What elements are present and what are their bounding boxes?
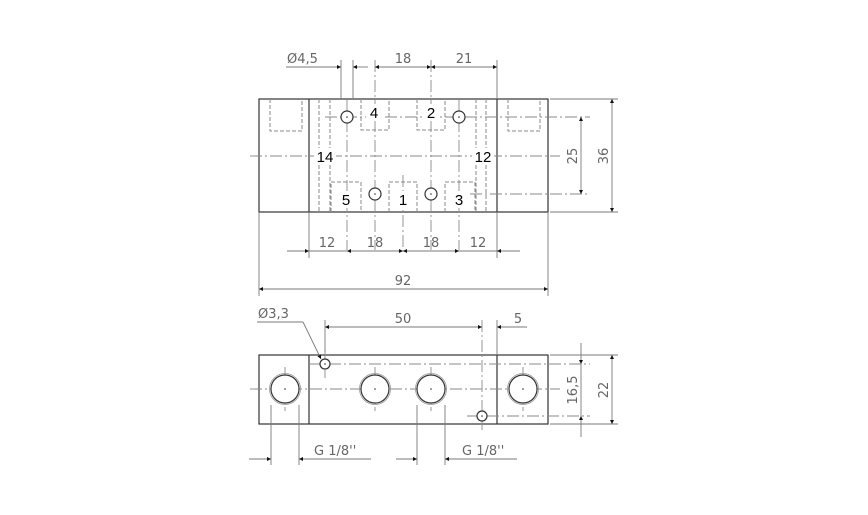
port-label-5: 5 bbox=[342, 192, 350, 209]
front-view-outline bbox=[258, 354, 549, 425]
dim-hole-dia-4-5: Ø4,5 bbox=[287, 52, 318, 67]
dim-25: 25 bbox=[566, 148, 581, 165]
dim-18-bottom-a: 18 bbox=[367, 236, 384, 251]
port-label-2: 2 bbox=[427, 105, 435, 122]
dim-thread-right: G 1/8'' bbox=[462, 444, 504, 459]
dim-12-left: 12 bbox=[319, 236, 336, 251]
dim-hole-dia-3-3: Ø3,3 bbox=[258, 307, 289, 322]
hidden-port-5 bbox=[330, 181, 362, 212]
dim-50: 50 bbox=[395, 312, 412, 327]
hidden-port-3 bbox=[444, 181, 476, 212]
dim-5: 5 bbox=[514, 312, 522, 327]
port-label-12: 12 bbox=[475, 149, 492, 166]
dim-21-top: 21 bbox=[456, 52, 473, 67]
dim-16-5: 16,5 bbox=[566, 376, 581, 405]
dim-18-bottom-b: 18 bbox=[423, 236, 440, 251]
port-label-14: 14 bbox=[317, 149, 334, 166]
top-view-outline bbox=[258, 98, 549, 213]
dim-18-top: 18 bbox=[395, 52, 412, 67]
hidden-pocket-right-cap bbox=[507, 99, 541, 132]
port-label-1: 1 bbox=[399, 192, 407, 209]
port-label-3: 3 bbox=[455, 192, 463, 209]
dim-12-right: 12 bbox=[470, 236, 487, 251]
port-label-4: 4 bbox=[370, 105, 378, 122]
dim-thread-left: G 1/8'' bbox=[314, 444, 356, 459]
dim-92-overall: 92 bbox=[395, 274, 412, 289]
hidden-pocket-left-cap bbox=[269, 99, 303, 132]
dim-36: 36 bbox=[597, 148, 612, 165]
top-view: 4 2 14 12 5 1 3 Ø4,5 18 21 25 36 bbox=[250, 52, 618, 296]
front-view: Ø3,3 50 5 16,5 22 G 1/8'' G 1/8'' bbox=[249, 307, 618, 465]
dim-22: 22 bbox=[597, 382, 612, 399]
